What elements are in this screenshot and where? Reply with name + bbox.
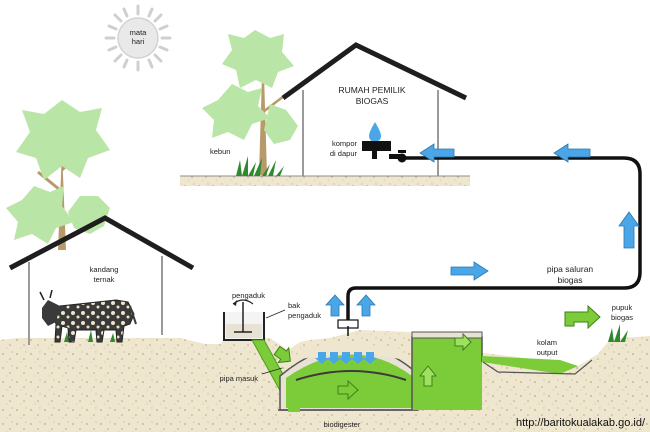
barn-label-1: kandang — [90, 265, 119, 274]
gas-valve-icon — [337, 319, 359, 336]
sun-label-2: hari — [132, 37, 145, 46]
cow-icon — [39, 289, 137, 343]
fertilizer-label-2: biogas — [611, 313, 633, 322]
stove-label-1: kompor — [332, 139, 358, 148]
barn-label-2: ternak — [94, 275, 115, 284]
tree-right-icon — [202, 30, 298, 175]
garden-label: kebun — [210, 147, 230, 156]
stove-label-2: di dapur — [330, 149, 358, 158]
inlet-pipe-label: pipa masuk — [220, 374, 259, 383]
stove-icon — [362, 122, 407, 163]
owner-house — [281, 42, 468, 176]
mixing-tank — [223, 312, 265, 341]
output-pool — [482, 359, 593, 375]
fertilizer-grass-icon — [608, 324, 628, 342]
stirrer-icon — [232, 299, 254, 333]
stirrer-label: pengaduk — [232, 291, 265, 300]
pool-label-2: output — [537, 348, 559, 357]
mix-tank-label-1: bak — [288, 301, 300, 310]
barn-grass-icon — [64, 330, 115, 342]
gas-pipe-label-1: pipa saluran — [547, 264, 594, 274]
source-url: http://baritokualakab.go.id/ — [516, 417, 646, 429]
fertilizer-label-1: pupuk — [612, 303, 633, 312]
outlet-channel — [482, 356, 578, 374]
slurry-flow-arrows — [273, 332, 472, 401]
house-title-1: RUMAH PEMILIK — [338, 85, 405, 95]
grass-icon — [236, 156, 284, 176]
house-title-2: BIOGAS — [356, 96, 389, 106]
garden-ground — [180, 176, 470, 186]
tree-left-icon — [6, 100, 110, 250]
gas-rising-arrows — [315, 352, 377, 364]
digester-label: biodigester — [324, 420, 361, 429]
gas-pipe-label-2: biogas — [557, 275, 582, 285]
sun-icon — [104, 4, 172, 72]
gas-flow-arrows — [325, 143, 640, 317]
livestock-barn — [8, 215, 195, 345]
pool-label-1: kolam — [537, 338, 557, 347]
sun-label-1: mata — [130, 28, 148, 37]
fertilizer-arrow-icon — [564, 304, 601, 330]
outlet-chamber — [411, 331, 483, 410]
gas-pipe — [346, 156, 642, 324]
mix-tank-label-2: pengaduk — [288, 311, 321, 320]
